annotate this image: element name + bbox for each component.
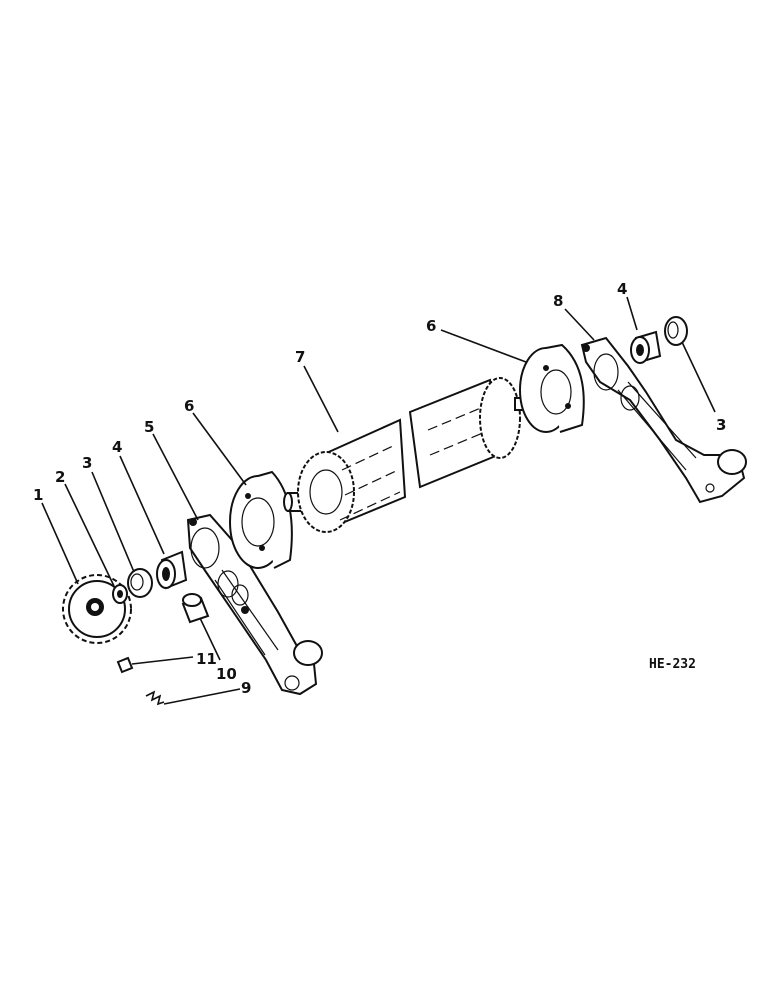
callout-8: 8 bbox=[553, 292, 563, 310]
bearing-left bbox=[156, 550, 188, 590]
callout-10: 10 bbox=[216, 665, 237, 683]
leader-lines bbox=[41, 296, 716, 705]
callout-3: 3 bbox=[82, 454, 92, 472]
bearing-ring-left bbox=[127, 568, 153, 598]
callout-9: 9 bbox=[241, 679, 251, 697]
callout-3: 3 bbox=[716, 416, 726, 434]
callout-6: 6 bbox=[184, 397, 194, 415]
callout-11: 11 bbox=[196, 650, 217, 668]
callout-5: 5 bbox=[144, 418, 154, 436]
flange-disc-right bbox=[519, 343, 585, 433]
callouts: 1 2 3 4 5 6 7 6 8 4 3 11 10 9 bbox=[33, 280, 726, 697]
spring bbox=[145, 690, 165, 706]
callout-7: 7 bbox=[295, 348, 305, 366]
callout-6: 6 bbox=[426, 317, 436, 335]
bearing-ring-right bbox=[664, 316, 688, 346]
bearing-right bbox=[630, 330, 662, 364]
key bbox=[116, 656, 134, 674]
reference-code: HE-232 bbox=[649, 657, 696, 672]
flange-disc-left bbox=[229, 470, 293, 569]
collar bbox=[112, 584, 128, 604]
callout-4: 4 bbox=[112, 438, 122, 456]
callout-2: 2 bbox=[55, 468, 65, 486]
callout-4: 4 bbox=[617, 280, 627, 298]
arm-bracket-right bbox=[580, 336, 747, 504]
roller-drum bbox=[283, 377, 530, 533]
callout-1: 1 bbox=[33, 486, 43, 504]
bushing bbox=[181, 593, 210, 624]
